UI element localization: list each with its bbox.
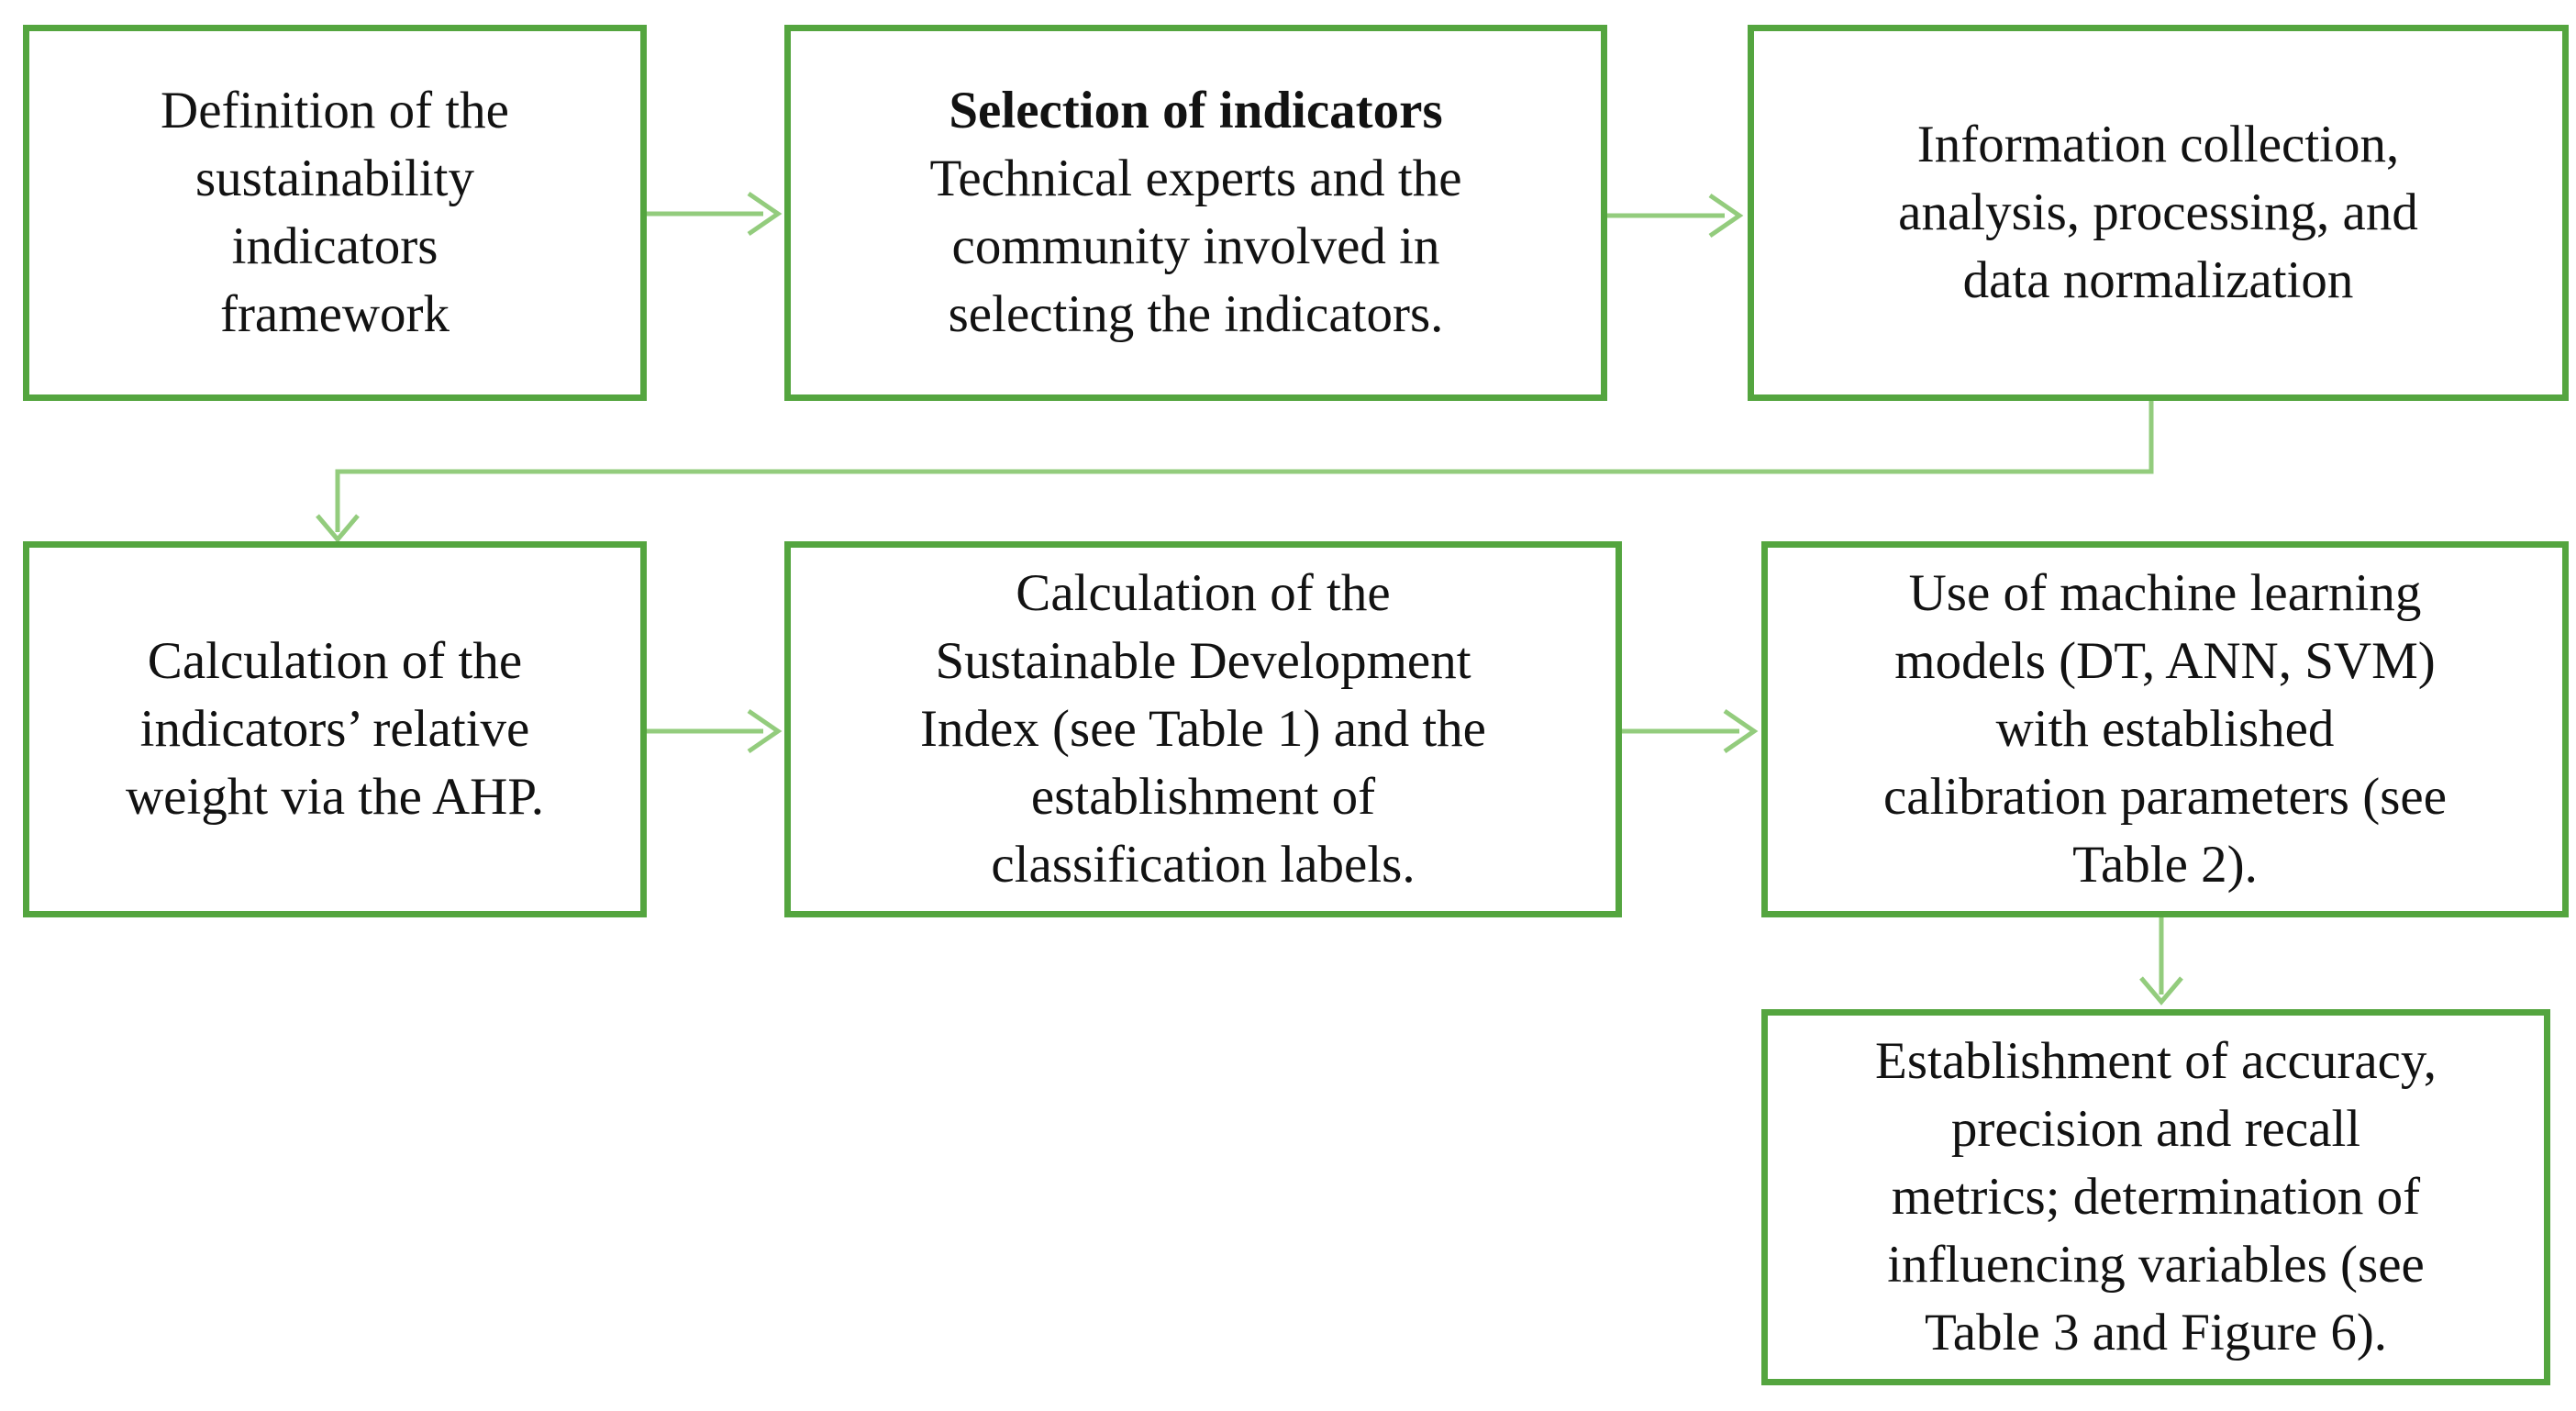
box-line: Index (see Table 1) and the	[920, 700, 1486, 758]
box-line: Definition of the	[161, 82, 509, 139]
box-line: indicators’ relative	[139, 700, 530, 758]
box-line: classification labels.	[991, 836, 1416, 894]
flow-box-selection-indicators: Selection of indicators Technical expert…	[784, 25, 1607, 401]
arrow-selection-to-information	[1607, 193, 1744, 239]
box-line: with established	[1995, 700, 2335, 758]
box-line: weight via the AHP.	[126, 768, 544, 826]
connector-information-to-ahp	[316, 401, 2154, 543]
box-line: Sustainable Development	[935, 632, 1471, 690]
box-line: metrics; determination of	[1891, 1168, 2421, 1226]
box-line: selecting the indicators.	[948, 285, 1444, 343]
box-line: community involved in	[951, 217, 1440, 275]
flow-box-information-collection: Information collection, analysis, proces…	[1748, 25, 2569, 401]
flow-box-ml-models: Use of machine learning models (DT, ANN,…	[1761, 541, 2569, 917]
box-line: establishment of	[1030, 768, 1376, 826]
box-line: sustainability	[195, 150, 474, 207]
arrow-definition-to-selection	[647, 191, 783, 237]
box-line: analysis, processing, and	[1898, 183, 2418, 241]
box-line: Calculation of the	[147, 632, 523, 690]
box-line: models (DT, ANN, SVM)	[1894, 632, 2436, 690]
flow-box-ahp-weights: Calculation of the indicators’ relative …	[23, 541, 647, 917]
box-line: framework	[219, 285, 450, 343]
arrow-ahp-to-sdi	[647, 708, 783, 754]
box-line: indicators	[231, 217, 439, 275]
box-line: Information collection,	[1916, 116, 2400, 173]
arrow-sdi-to-ml	[1622, 708, 1759, 754]
box-line: calibration parameters (see	[1882, 768, 2447, 826]
box-line: Calculation of the	[1016, 564, 1391, 622]
box-line: Table 2).	[2072, 836, 2258, 894]
box-line: Use of machine learning	[1908, 564, 2422, 622]
box-line: influencing variables (see	[1887, 1236, 2425, 1294]
box-line: Technical experts and the	[929, 150, 1462, 207]
box-line: Table 3 and Figure 6).	[1924, 1304, 2388, 1361]
flow-box-sdi-calculation: Calculation of the Sustainable Developme…	[784, 541, 1622, 917]
flow-box-definition-framework: Definition of the sustainability indicat…	[23, 25, 647, 401]
flow-box-metrics-evaluation: Establishment of accuracy, precision and…	[1761, 1009, 2550, 1385]
box-title: Selection of indicators	[949, 82, 1443, 139]
box-line: data normalization	[1962, 251, 2354, 309]
box-line: Establishment of accuracy,	[1875, 1032, 2437, 1090]
box-line: precision and recall	[1950, 1100, 2361, 1158]
arrow-ml-to-metrics	[2139, 917, 2183, 1005]
